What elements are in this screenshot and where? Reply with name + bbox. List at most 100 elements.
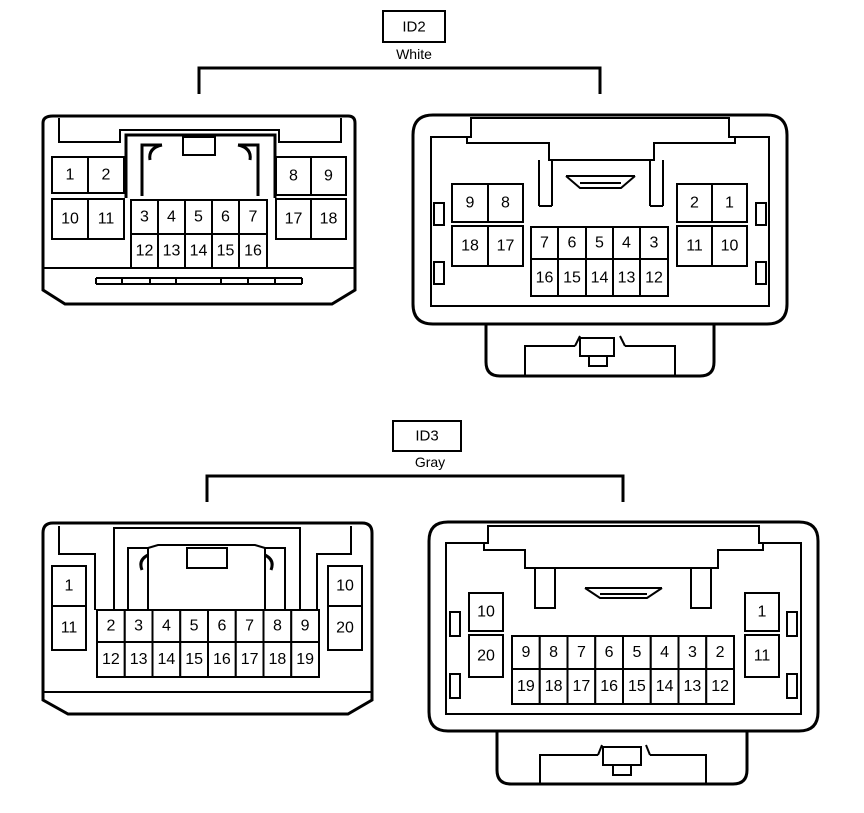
- pin-cell: [622, 668, 652, 705]
- connector-id3-left: 1 11 2 3 4 5 6 7 8 9 12 13 14 15 16 17 1…: [41, 521, 374, 716]
- pin-number: 2: [106, 618, 115, 635]
- pin-number: 2: [716, 644, 725, 661]
- pin-cell: [711, 225, 748, 267]
- pin-number: 17: [285, 211, 303, 228]
- pin-cell: [87, 156, 125, 194]
- pin-number: 1: [65, 578, 74, 595]
- pin-number: 15: [185, 651, 203, 668]
- pin-cell: [184, 233, 213, 269]
- id3-color-label: Gray: [415, 454, 445, 470]
- pin-cell: [451, 225, 489, 267]
- pin-cell: [487, 183, 524, 223]
- pin-cell: [310, 156, 347, 196]
- pin-number: 5: [595, 235, 604, 252]
- pin-cell: [639, 226, 669, 260]
- pin-number: 5: [194, 209, 203, 226]
- pin-cell: [310, 198, 347, 240]
- pin-cell: [130, 233, 159, 269]
- pin-number: 18: [545, 678, 563, 695]
- pin-number: 10: [336, 578, 354, 595]
- pin-number: 3: [650, 235, 659, 252]
- pin-number: 14: [158, 651, 176, 668]
- pin-cell: [468, 634, 504, 678]
- id3-label: ID3: [415, 428, 438, 445]
- pin-number: 5: [190, 618, 199, 635]
- pin-number: 3: [688, 644, 697, 661]
- pin-number: 4: [622, 235, 631, 252]
- pin-number: 11: [754, 648, 771, 665]
- pin-cell: [744, 634, 780, 678]
- pin-number: 15: [217, 243, 235, 260]
- pin-cell: [639, 258, 669, 297]
- pin-cell: [262, 641, 293, 678]
- pin-cell: [511, 635, 541, 670]
- pin-cell: [676, 225, 713, 267]
- pin-number: 8: [549, 644, 558, 661]
- pin-number: 4: [660, 644, 669, 661]
- pin-number: 8: [289, 168, 298, 185]
- pin-cell: [468, 592, 504, 632]
- pin-number: 8: [273, 618, 282, 635]
- pin-number: 14: [190, 243, 208, 260]
- pin-cell: [538, 635, 569, 670]
- pin-grid: 10 20 9 8 7 6 5 4 3 2 19 18 17 16 15 14 …: [468, 592, 780, 705]
- pin-cell: [612, 226, 641, 260]
- pin-number: 16: [244, 243, 262, 260]
- pin-number: 9: [324, 168, 333, 185]
- pin-cell: [207, 641, 237, 678]
- pin-number: 7: [540, 235, 549, 252]
- pin-cell: [211, 199, 240, 235]
- pin-number: 17: [241, 651, 259, 668]
- connector-id3-right: 10 20 9 8 7 6 5 4 3 2 19 18 17 16 15 14 …: [427, 520, 820, 786]
- pin-cell: [290, 641, 320, 678]
- pin-number: 19: [296, 651, 314, 668]
- pin-cell: [275, 198, 312, 240]
- pin-number: 11: [98, 211, 115, 228]
- id2-label: ID2: [402, 19, 425, 36]
- pin-number: 2: [102, 167, 111, 184]
- pin-number: 6: [217, 618, 226, 635]
- pin-number: 13: [130, 651, 148, 668]
- pin-cell: [51, 156, 89, 194]
- pin-cell: [594, 668, 624, 705]
- pin-number: 17: [573, 678, 591, 695]
- pin-number: 12: [711, 678, 729, 695]
- pin-number: 3: [140, 209, 149, 226]
- pin-number: 16: [536, 270, 554, 287]
- pin-number: 7: [249, 209, 258, 226]
- pin-number: 20: [477, 648, 495, 665]
- pin-number: 13: [618, 270, 636, 287]
- pin-number: 11: [61, 620, 78, 637]
- pin-number: 12: [645, 270, 663, 287]
- pin-cell: [451, 183, 489, 223]
- pin-cell: [51, 605, 87, 651]
- connector-group-id3: ID3 Gray 1 11 2 3 4 5 6 7 8 9: [41, 420, 820, 786]
- pin-number: 18: [269, 651, 287, 668]
- pin-number: 7: [245, 618, 254, 635]
- pin-cell: [557, 258, 587, 297]
- pin-number: 1: [725, 195, 734, 212]
- pin-number: 9: [466, 195, 475, 212]
- pin-cell: [238, 199, 268, 235]
- pin-number: 8: [501, 195, 510, 212]
- pin-cell: [238, 233, 268, 269]
- pin-cell: [184, 199, 213, 235]
- pin-number: 15: [563, 270, 581, 287]
- pin-cell: [211, 233, 240, 269]
- pin-number: 20: [336, 620, 354, 637]
- pin-number: 7: [577, 644, 586, 661]
- pin-grid: 1 2 10 11 3 4 5 6 7 12 13 14 15 16 8 9 1…: [51, 156, 347, 269]
- pin-cell: [530, 258, 559, 297]
- pin-number: 4: [167, 209, 176, 226]
- pin-cell: [649, 668, 680, 705]
- pin-cell: [538, 668, 569, 705]
- pin-cell: [585, 258, 614, 297]
- pin-number: 16: [213, 651, 231, 668]
- id2-color-label: White: [396, 46, 432, 62]
- pin-number: 10: [477, 604, 495, 621]
- pin-number: 9: [521, 644, 530, 661]
- pin-number: 3: [134, 618, 143, 635]
- pin-number: 12: [102, 651, 120, 668]
